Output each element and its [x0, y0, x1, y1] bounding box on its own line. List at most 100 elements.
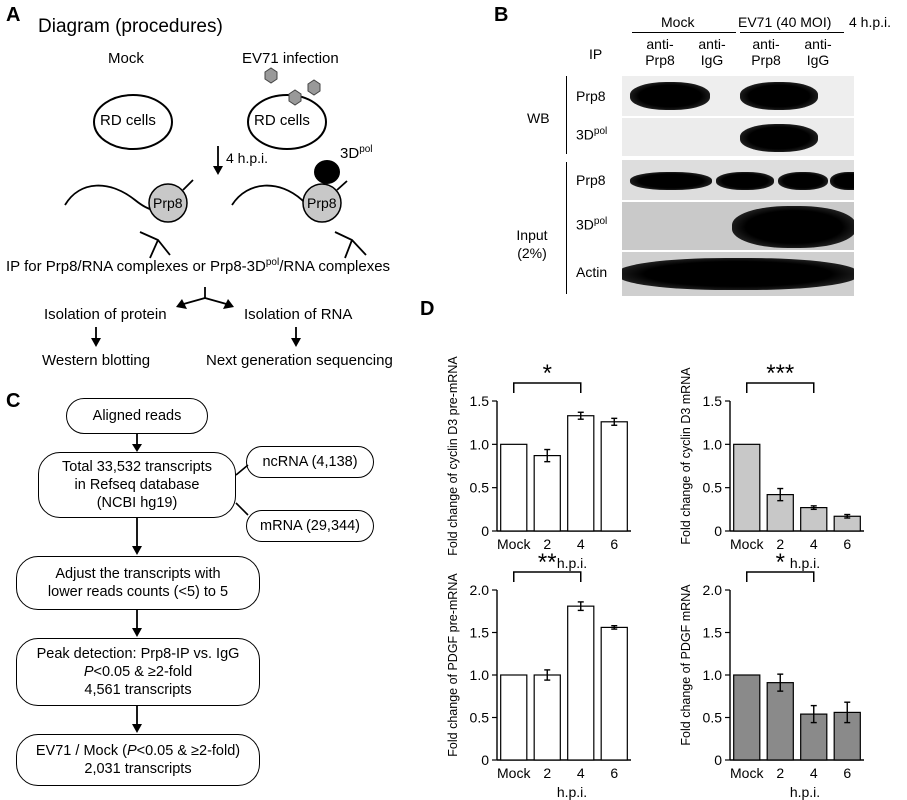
prp8-protein-mock: [148, 183, 188, 223]
lane-anti-prp8-mock: anti-Prp8: [645, 36, 675, 68]
prp8-label-mock: Prp8: [153, 195, 183, 211]
arrow-down-icon: [132, 444, 142, 452]
isolation-rna: Isolation of RNA: [244, 306, 353, 323]
x-tick-label: Mock: [730, 765, 764, 781]
band: [630, 172, 712, 190]
box-aligned-reads: Aligned reads: [66, 398, 208, 434]
band: [732, 206, 854, 248]
bar: [733, 674, 761, 761]
y-tick-label: 1.0: [470, 436, 490, 452]
y-axis-label: Fold change of PDGF mRNA: [679, 584, 693, 746]
y-axis-label: Fold change of PDGF pre-mRNA: [446, 573, 460, 757]
y-tick-label: 1.0: [703, 436, 723, 452]
y-tick-label: 0.5: [470, 710, 490, 726]
panel-b-label: B: [494, 4, 509, 26]
virus-particle-icon: [288, 89, 302, 106]
significance-stars: **: [538, 549, 557, 576]
y-tick-label: 0.5: [470, 480, 490, 496]
blot-input-prp8: [622, 160, 854, 200]
box-ev71-mock: EV71 / Mock (P<0.05 & ≥2-fold)2,031 tran…: [16, 734, 260, 786]
arrow-down-icon: [132, 628, 142, 637]
x-tick-label: 4: [577, 536, 585, 552]
y-tick-label: 1.5: [470, 393, 490, 409]
x-tick-label: Mock: [497, 765, 531, 781]
arrow-down-icon: [132, 724, 142, 733]
x-tick-label: 2: [776, 765, 784, 781]
antibody-icon: [334, 231, 367, 259]
x-tick-label: 4: [810, 536, 818, 552]
ip-description: IP for Prp8/RNA complexes or Prp8-3Dpol/…: [6, 257, 391, 275]
bar: [800, 507, 828, 532]
arrow-down-icon: [291, 338, 301, 347]
bar: [500, 443, 528, 532]
bar: [567, 605, 595, 761]
ev71-bracket-line: [740, 32, 844, 33]
flowchart-arrows: [132, 434, 249, 733]
significance-bracket: [746, 571, 815, 582]
x-tick-label: 2: [776, 536, 784, 552]
lane-anti-prp8-ev71: anti-Prp8: [751, 36, 781, 68]
input-label: Input(2%): [516, 227, 548, 261]
x-tick-label: 2: [543, 765, 551, 781]
significance-stars: ***: [766, 360, 794, 387]
wb-label: WB: [527, 110, 550, 126]
bar: [500, 674, 528, 761]
y-axis-label: Fold change of cyclin D3 pre-mRNA: [446, 356, 460, 556]
x-tick-label: Mock: [730, 536, 764, 552]
y-tick-label: 0: [714, 523, 722, 539]
panel-a-label: A: [6, 4, 21, 26]
x-tick-label: 2: [543, 536, 551, 552]
y-tick-label: 1.0: [703, 667, 723, 683]
blot-input-actin: [622, 252, 854, 296]
rd-cells-label-mock: RD cells: [100, 112, 156, 129]
row-label-3dpol-wb: 3Dpol: [576, 126, 608, 143]
y-tick-label: 1.5: [703, 393, 723, 409]
panel-d-label: D: [420, 298, 435, 320]
x-tick-label: 6: [843, 536, 851, 552]
x-axis-label: h.p.i.: [790, 784, 820, 800]
next-gen-sequencing: Next generation sequencing: [206, 352, 393, 369]
x-axis-label: h.p.i.: [790, 555, 820, 571]
bar: [733, 443, 761, 532]
blot-wb-prp8: [622, 76, 854, 116]
x-tick-label: 6: [610, 765, 618, 781]
significance-bracket: [746, 382, 815, 393]
arrow-down-icon: [132, 546, 142, 555]
y-tick-label: 1.5: [470, 625, 490, 641]
bar: [600, 421, 628, 532]
rd-cell-infected: [247, 94, 327, 150]
time-label: 4 h.p.i.: [226, 150, 269, 166]
significance-stars: *: [543, 360, 552, 387]
x-axis-label: h.p.i.: [557, 555, 587, 571]
infection-label: EV71 infection: [242, 50, 339, 67]
x-tick-label: Mock: [497, 536, 531, 552]
y-tick-label: 1.0: [470, 667, 490, 683]
band: [740, 124, 818, 152]
arrow-down-icon: [213, 166, 223, 175]
wb-bracket: [566, 76, 567, 154]
pol3d-label: 3Dpol: [340, 144, 373, 162]
virus-particle-icon: [264, 67, 278, 84]
lane-anti-igg-mock: anti-IgG: [698, 36, 726, 68]
antibody-icon: [139, 231, 171, 259]
pol3d-protein: [314, 160, 340, 184]
x-tick-label: 4: [577, 765, 585, 781]
box-ncrna: ncRNA (4,138): [246, 446, 374, 478]
isolation-protein: Isolation of protein: [44, 306, 167, 323]
y-tick-label: 0: [481, 523, 489, 539]
bar: [567, 415, 595, 532]
band: [830, 172, 854, 190]
blot-input-3dpol: [622, 202, 854, 250]
hpi-header: 4 h.p.i.: [849, 14, 892, 30]
row-label-3dpol-input: 3Dpol: [576, 216, 608, 233]
x-axis-label: h.p.i.: [557, 784, 587, 800]
bar: [533, 455, 561, 532]
x-tick-label: 4: [810, 765, 818, 781]
bar: [600, 626, 628, 761]
x-tick-label: 6: [610, 536, 618, 552]
mock-bracket-line: [632, 32, 736, 33]
virus-particle-icon: [307, 79, 321, 96]
